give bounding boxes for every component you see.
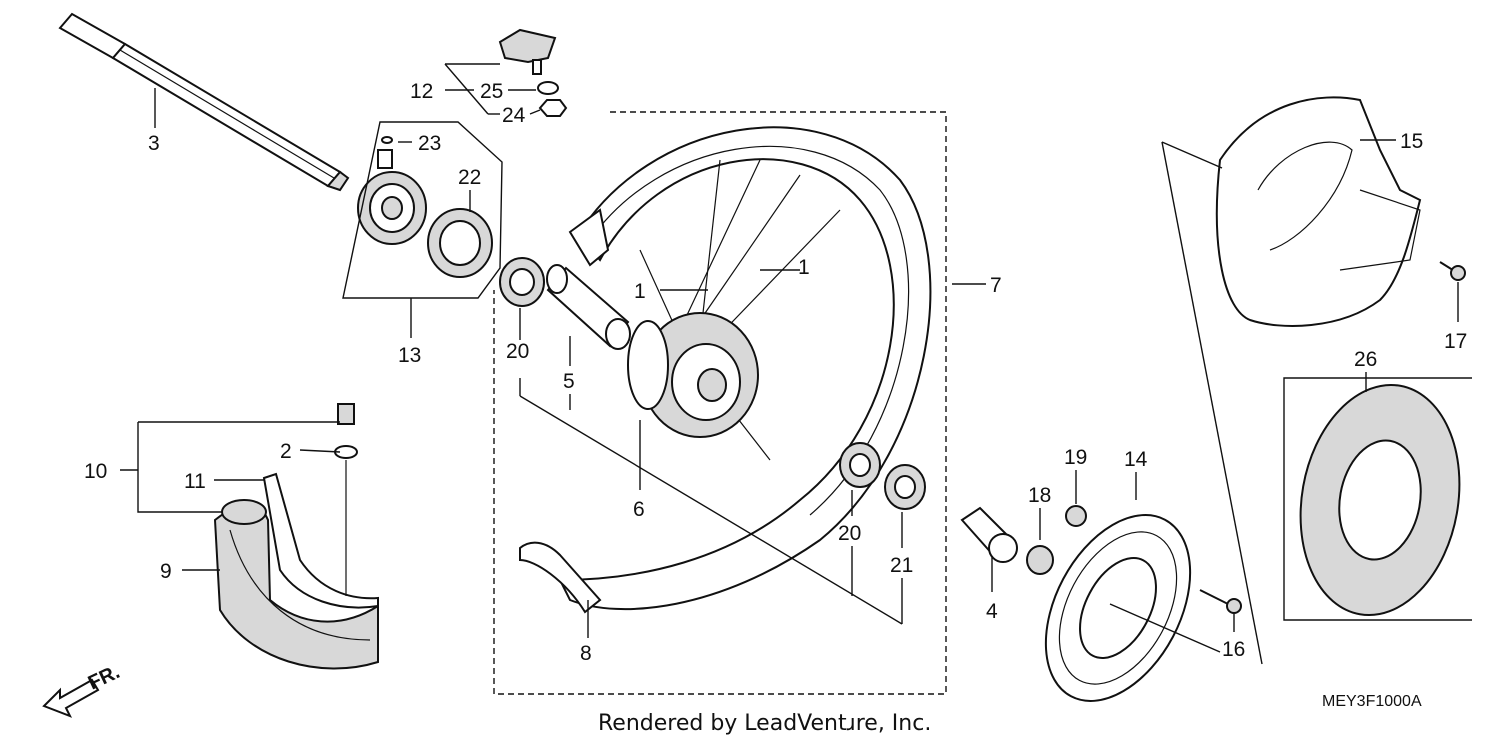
callout-10: 10: [84, 460, 107, 483]
front-direction-arrow: FR.: [42, 661, 123, 718]
callout-6: 6: [633, 498, 645, 521]
disc-bolt[interactable]: [1199, 589, 1242, 614]
oil-seal-right[interactable]: [884, 464, 926, 510]
disc-bolt-small[interactable]: [1065, 505, 1087, 527]
callout-13: 13: [398, 344, 421, 367]
callout-7: 7: [990, 274, 1002, 297]
callout-20-right: 20: [838, 522, 861, 545]
cover-bolt[interactable]: [1439, 261, 1466, 281]
valve-nut[interactable]: [334, 403, 358, 596]
wheel-hub[interactable]: [627, 312, 759, 438]
callout-1-spoke-inner: 1: [634, 280, 646, 303]
callout-24: 24: [502, 104, 526, 127]
distance-collar[interactable]: [546, 264, 631, 350]
callout-23: 23: [418, 132, 441, 155]
callout-2: 2: [280, 440, 292, 463]
rim-band[interactable]: [519, 208, 610, 614]
callout-14: 14: [1124, 448, 1148, 471]
callout-8: 8: [580, 642, 592, 665]
front-wheel[interactable]: [519, 126, 932, 614]
callout-15: 15: [1400, 130, 1423, 153]
front-axle[interactable]: [58, 12, 350, 192]
leader-lines: [120, 63, 1459, 653]
callout-12: 12: [410, 80, 433, 103]
callout-1-spoke: 1: [798, 256, 810, 279]
callout-26: 26: [1354, 348, 1377, 371]
callout-16: 16: [1222, 638, 1245, 661]
callout-4: 4: [986, 600, 998, 623]
flange-nut[interactable]: [1026, 545, 1054, 575]
side-collar[interactable]: [960, 506, 1018, 563]
disc-cover[interactable]: [1215, 96, 1422, 327]
callout-19: 19: [1064, 446, 1087, 469]
bearing-right[interactable]: [839, 442, 881, 488]
callout-17: 17: [1444, 330, 1467, 353]
callout-18: 18: [1028, 484, 1051, 507]
callout-9: 9: [160, 560, 172, 583]
bearing-left[interactable]: [499, 257, 545, 307]
rendered-by-credit: Rendered by LeadVentɹre, Inc.: [598, 711, 931, 736]
callout-11: 11: [184, 470, 206, 493]
callout-21: 21: [890, 554, 913, 577]
callout-22: 22: [458, 166, 481, 189]
callout-labels: 1 1 2 3 4 5 6 7 8 9 10 11 12 13 14 15 16…: [84, 80, 1467, 665]
tire-and-tube[interactable]: [213, 472, 379, 670]
speedometer-tab-bolt[interactable]: [498, 28, 568, 117]
callout-3: 3: [148, 132, 160, 155]
gearbox-assembly[interactable]: [357, 136, 493, 278]
callout-5: 5: [563, 370, 575, 393]
diagram-code: MEY3F1000A: [1322, 693, 1422, 710]
callout-25: 25: [480, 80, 503, 103]
optional-brake-disc[interactable]: [1283, 372, 1477, 628]
callout-20-left: 20: [506, 340, 529, 363]
